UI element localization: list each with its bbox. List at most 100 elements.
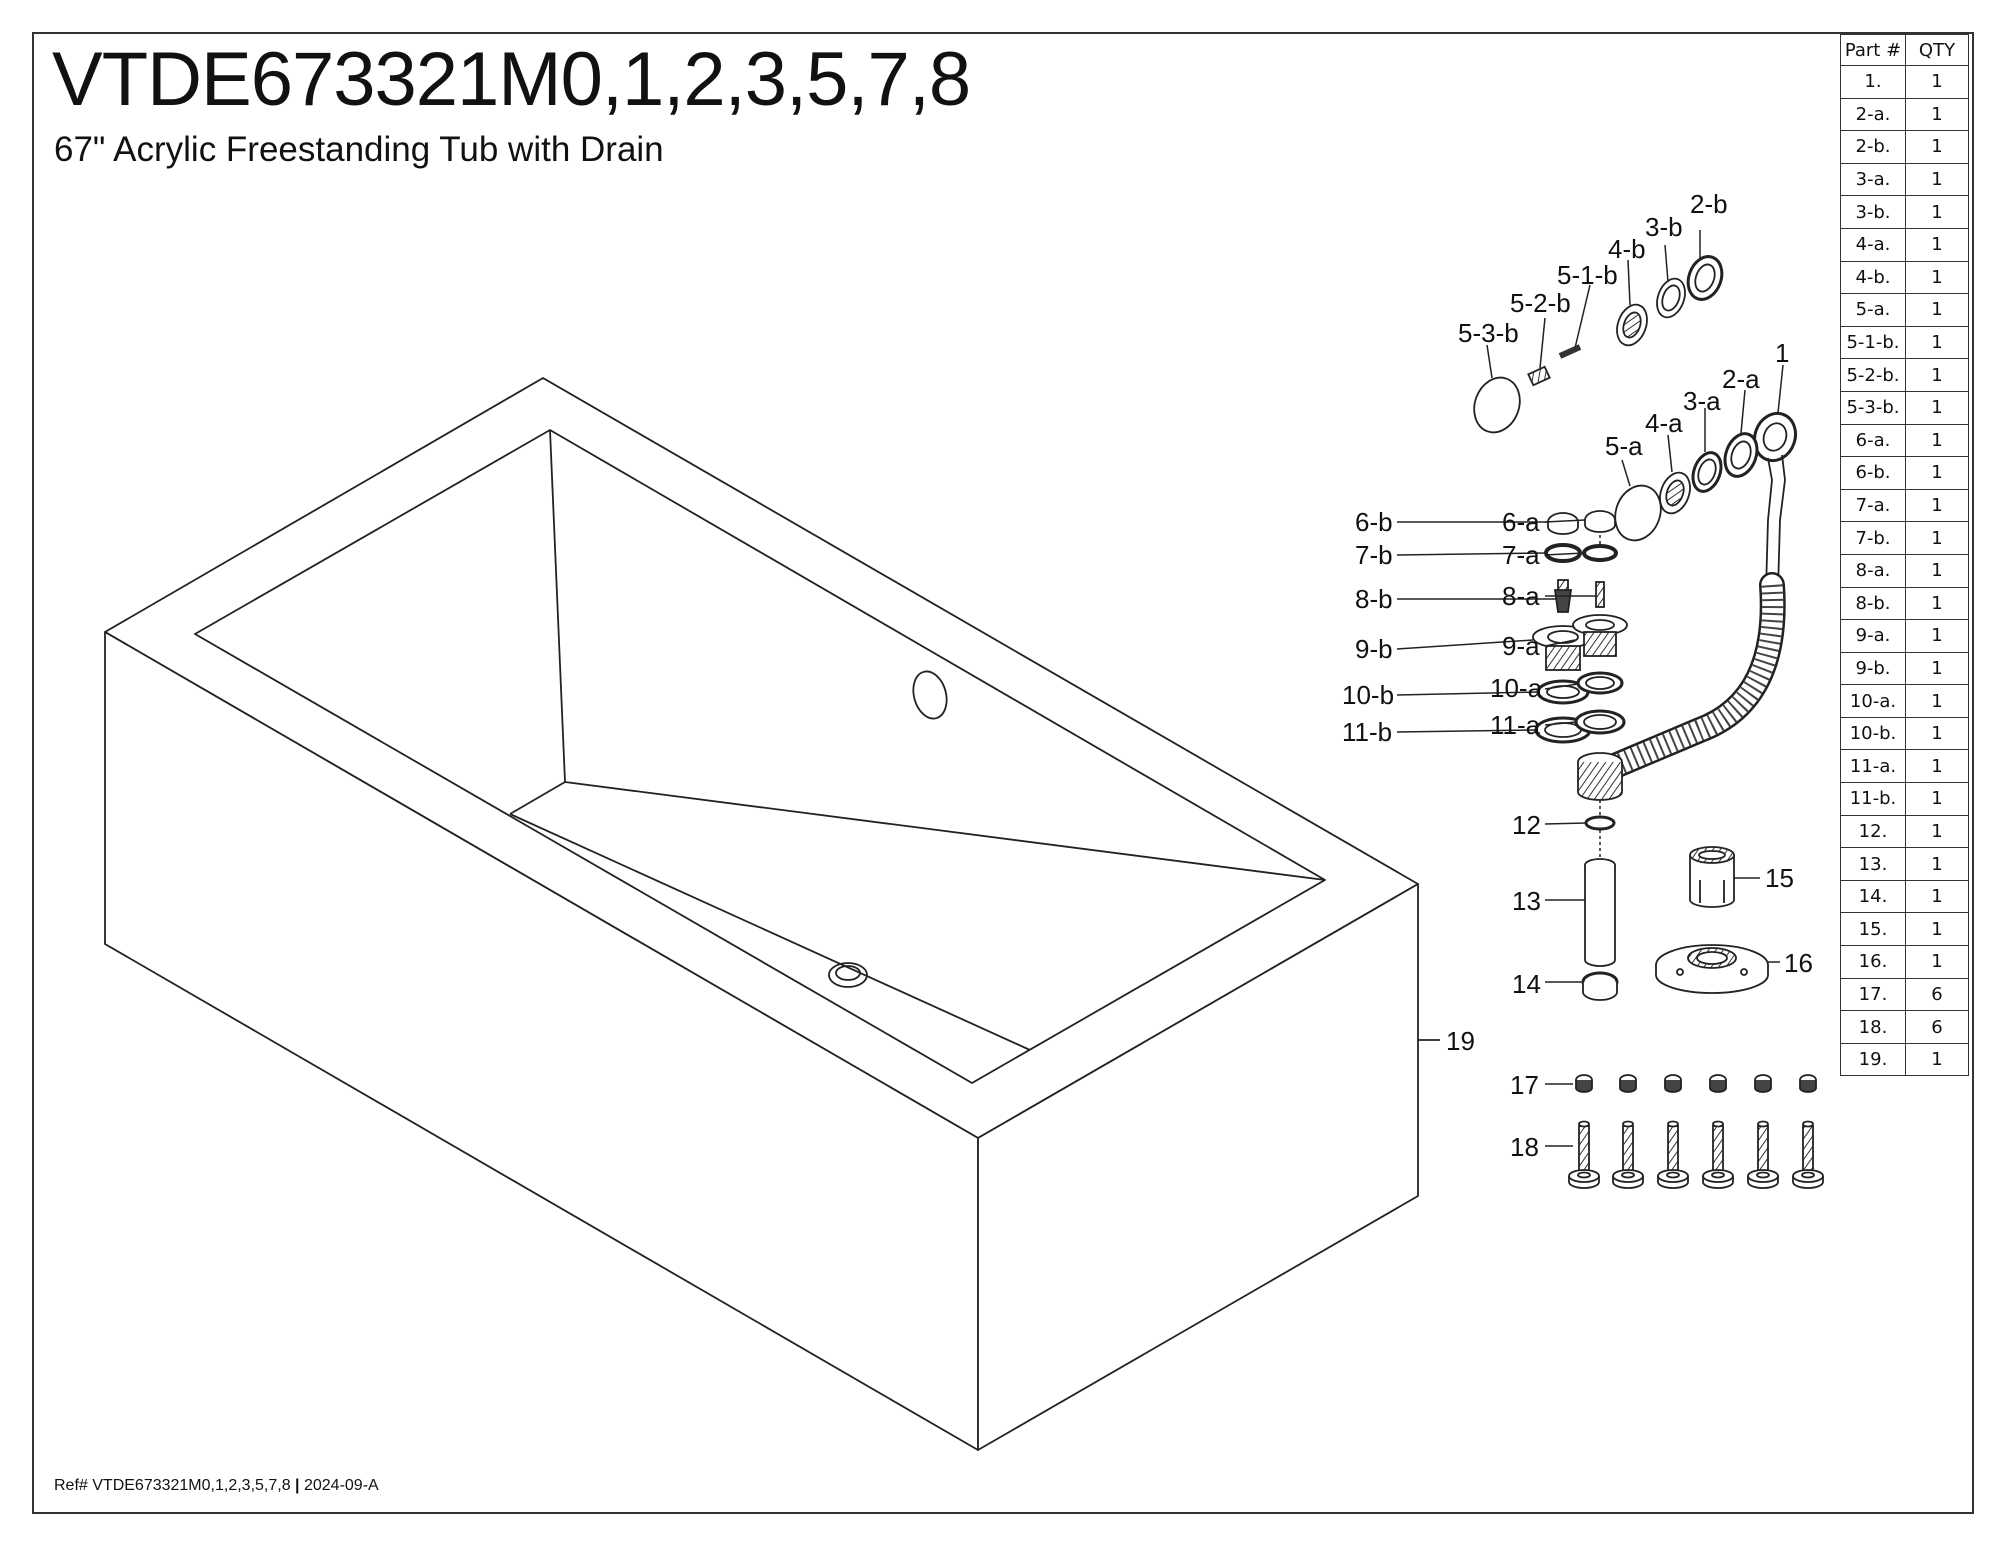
qty-cell: 1 <box>1905 130 1969 164</box>
qty-cell: 6 <box>1905 977 1969 1012</box>
table-row: 3-b.1 <box>1840 195 1969 229</box>
part-number-cell: 14. <box>1840 879 1906 914</box>
part-18-leveling-foot <box>1657 1120 1689 1189</box>
part-17-nut <box>1575 1074 1593 1093</box>
qty-cell: 1 <box>1905 97 1969 132</box>
table-row: 10-b.1 <box>1840 716 1969 751</box>
qty-cell: 1 <box>1905 390 1969 425</box>
part-number-cell: 6-b. <box>1840 456 1906 490</box>
part-number-cell: 15. <box>1840 912 1906 947</box>
table-row: 13.1 <box>1840 847 1969 881</box>
part-number-cell: 6-a. <box>1840 423 1906 458</box>
qty-cell: 1 <box>1905 260 1969 295</box>
qty-cell: 1 <box>1905 358 1969 392</box>
table-row: 5-a.1 <box>1840 293 1969 327</box>
part-number-cell: 9-b. <box>1840 651 1906 686</box>
part-number-cell: 4-b. <box>1840 260 1906 295</box>
table-row: 1.1 <box>1840 65 1969 99</box>
qty-cell: 1 <box>1905 847 1969 881</box>
callout-51b: 5-1-b <box>1557 260 1618 290</box>
drain-adapter-and-base <box>1655 846 1769 994</box>
part-number-cell: 8-b. <box>1840 586 1906 621</box>
part-8a-stem <box>1595 581 1605 608</box>
part-17-nut <box>1619 1074 1637 1093</box>
table-row: 11-a.1 <box>1840 749 1969 784</box>
footer-ref-number: Ref# VTDE673321M0,1,2,3,5,7,8 <box>54 1477 291 1494</box>
bathtub <box>104 377 1419 1451</box>
qty-cell: 1 <box>1905 749 1969 784</box>
column-header-part: Part # <box>1840 34 1906 66</box>
part-number-cell: 9-a. <box>1840 619 1906 653</box>
qty-cell: 1 <box>1905 945 1969 979</box>
callout-53b: 5-3-b <box>1458 318 1519 348</box>
qty-cell: 1 <box>1905 423 1969 458</box>
table-row: 4-b.1 <box>1840 260 1969 295</box>
callout-52b: 5-2-b <box>1510 288 1571 318</box>
callout-5a: 5-a <box>1605 431 1643 461</box>
callout-3a: 3-a <box>1683 386 1721 416</box>
qty-cell: 1 <box>1905 488 1969 523</box>
part-13-tailpiece <box>1584 865 1616 967</box>
qty-cell: 1 <box>1905 162 1969 197</box>
part-number-cell: 2-b. <box>1840 130 1906 164</box>
table-row: 8-a.1 <box>1840 553 1969 588</box>
callout-12: 12 <box>1512 810 1541 840</box>
qty-cell: 1 <box>1905 521 1969 555</box>
qty-cell: 1 <box>1905 456 1969 490</box>
drain-hole <box>828 962 868 988</box>
part-number-cell: 16. <box>1840 945 1906 979</box>
table-row: 14.1 <box>1840 879 1969 914</box>
part-5a-cap <box>1614 484 1662 542</box>
callout-17: 17 <box>1510 1070 1539 1100</box>
callout-8b: 8-b <box>1355 584 1393 614</box>
qty-cell: 1 <box>1905 814 1969 849</box>
table-row: 2-b.1 <box>1840 130 1969 164</box>
part-15-adapter <box>1689 855 1735 908</box>
table-row: 10-a.1 <box>1840 684 1969 718</box>
overflow-assembly-b <box>1473 255 1724 434</box>
callout-11a: 11-a <box>1490 710 1541 740</box>
table-row: 8-b.1 <box>1840 586 1969 621</box>
part-18-leveling-foot <box>1747 1120 1779 1189</box>
table-row: 15.1 <box>1840 912 1969 947</box>
part-number-cell: 8-a. <box>1840 553 1906 588</box>
part-number-cell: 7-a. <box>1840 488 1906 523</box>
callout-13: 13 <box>1512 886 1541 916</box>
callout-4b: 4-b <box>1608 234 1646 264</box>
table-row: 6-b.1 <box>1840 456 1969 490</box>
callout-3b: 3-b <box>1645 212 1683 242</box>
mounting-hardware <box>1568 1074 1824 1189</box>
callout-15: 15 <box>1765 863 1794 893</box>
callout-11b: 11-b <box>1342 717 1392 747</box>
part-number-cell: 17. <box>1840 977 1906 1012</box>
part-12-washer <box>1584 815 1616 831</box>
qty-cell: 1 <box>1905 879 1969 914</box>
qty-cell: 1 <box>1905 1042 1969 1077</box>
table-row: 7-b.1 <box>1840 521 1969 555</box>
callout-7b: 7-b <box>1355 540 1393 570</box>
part-18-leveling-foot <box>1568 1120 1600 1189</box>
callout-7a: 7-a <box>1502 540 1540 570</box>
part-number-cell: 19. <box>1840 1042 1906 1077</box>
qty-cell: 1 <box>1905 619 1969 653</box>
overflow-assembly-a <box>1597 411 1798 781</box>
parts-table-header: Part # QTY <box>1840 34 1969 66</box>
page-subtitle: 67" Acrylic Freestanding Tub with Drain <box>54 130 664 169</box>
part-number-cell: 3-b. <box>1840 195 1906 229</box>
part-number-cell: 5-a. <box>1840 293 1906 327</box>
part-number-cell: 13. <box>1840 847 1906 881</box>
part-53b-cap <box>1473 376 1521 434</box>
callout-16: 16 <box>1784 948 1813 978</box>
part-number-cell: 10-b. <box>1840 716 1906 751</box>
part-number-cell: 2-a. <box>1840 97 1906 132</box>
part-17-nut <box>1754 1074 1772 1093</box>
table-row: 16.1 <box>1840 945 1969 979</box>
part-number-cell: 3-a. <box>1840 162 1906 197</box>
table-row: 19.1 <box>1840 1042 1969 1077</box>
footer-ref: Ref# VTDE673321M0,1,2,3,5,7,8 | 2024-09-… <box>54 1477 379 1495</box>
part-number-cell: 7-b. <box>1840 521 1906 555</box>
qty-cell: 1 <box>1905 684 1969 718</box>
part-number-cell: 1. <box>1840 65 1906 99</box>
page-title: VTDE673321M0,1,2,3,5,7,8 <box>52 37 971 122</box>
